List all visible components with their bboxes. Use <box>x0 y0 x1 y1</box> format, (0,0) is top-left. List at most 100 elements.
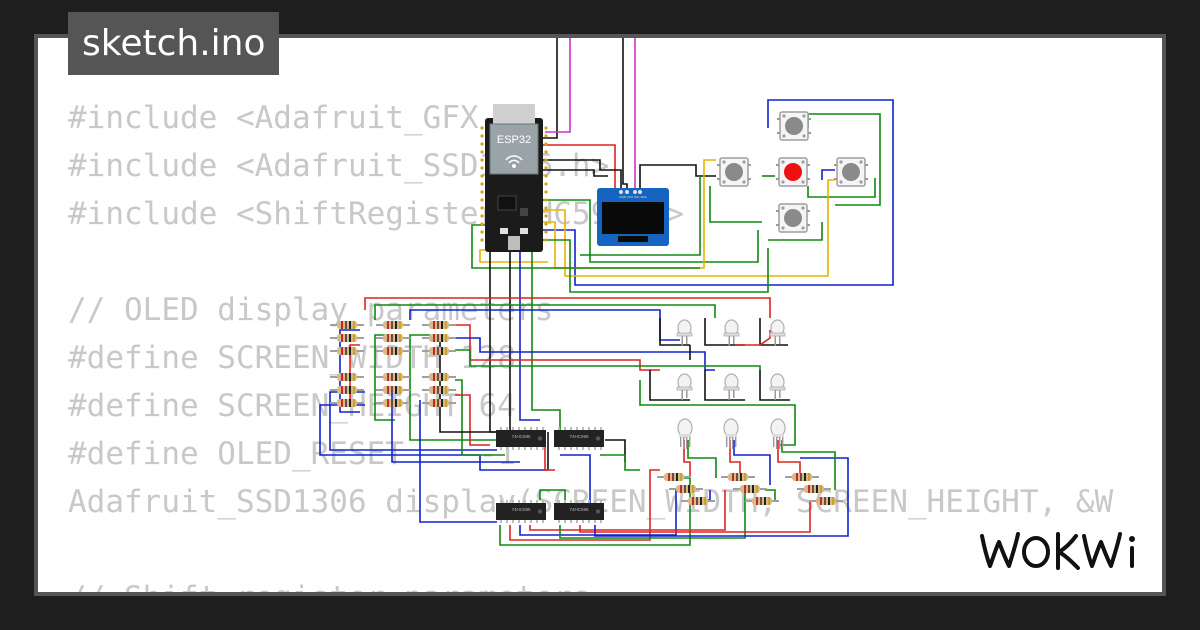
wire-green <box>540 239 769 293</box>
wire-red <box>544 445 555 471</box>
wire-blue <box>519 250 540 421</box>
wire-green <box>455 349 761 370</box>
code-line: // Shift register parameters <box>68 574 1113 592</box>
wire-blue <box>594 457 849 537</box>
led[interactable] <box>676 319 693 347</box>
led[interactable] <box>676 373 693 401</box>
chip-label: 74HC595 <box>569 434 589 439</box>
wire-green <box>765 489 776 500</box>
wire-red <box>735 330 771 346</box>
wire-green <box>600 454 640 471</box>
wire-black <box>439 340 500 433</box>
resistor[interactable] <box>422 373 456 381</box>
led[interactable] <box>723 319 740 347</box>
shift-register[interactable]: 74HC595 <box>496 500 546 523</box>
code-line: #include <Adafruit_GFX.h> <box>68 100 535 136</box>
resistor[interactable] <box>376 386 410 394</box>
wire-green <box>781 440 836 490</box>
resistor[interactable] <box>330 373 364 381</box>
resistor[interactable] <box>330 334 364 342</box>
wire-blue <box>560 454 591 505</box>
wire-blue <box>339 329 360 413</box>
wire-red <box>579 500 811 533</box>
wire-black <box>622 38 628 192</box>
resistor[interactable] <box>745 497 779 505</box>
resistor[interactable] <box>422 386 456 394</box>
wire-black <box>659 318 690 346</box>
led[interactable] <box>723 373 740 401</box>
wire-green <box>768 222 823 241</box>
wire-black <box>649 370 690 401</box>
wire-black <box>605 439 626 462</box>
esp32-board[interactable]: ESP32 <box>480 104 548 252</box>
led[interactable] <box>769 373 786 401</box>
resistor[interactable] <box>330 321 364 329</box>
pushbutton[interactable] <box>775 157 811 187</box>
rgb-led[interactable] <box>677 418 693 449</box>
wire-red <box>729 440 741 478</box>
wire-green <box>639 380 796 446</box>
wire-yellow <box>479 249 548 263</box>
wire-blue <box>733 440 771 485</box>
pushbutton[interactable] <box>833 157 869 187</box>
resistor[interactable] <box>785 473 819 481</box>
resistor-bank <box>330 321 456 407</box>
pushbutton[interactable] <box>775 203 811 233</box>
rgb-led[interactable] <box>770 418 786 449</box>
esp32-label: ESP32 <box>497 134 531 146</box>
shift-register[interactable]: 74HC595 <box>554 500 604 523</box>
shift-register[interactable]: 74HC595 <box>554 427 604 450</box>
resistor[interactable] <box>376 347 410 355</box>
pushbutton[interactable] <box>716 157 752 187</box>
wire-green <box>471 224 700 269</box>
resistor[interactable] <box>721 473 755 481</box>
resistor[interactable] <box>809 497 843 505</box>
code-line: #define OLED_RESET -1 <box>68 436 516 472</box>
resistor[interactable] <box>376 373 410 381</box>
wire-blue <box>519 490 677 536</box>
wire-blue <box>535 99 894 286</box>
wire-green <box>687 440 717 478</box>
pushbutton[interactable] <box>776 111 812 141</box>
resistor[interactable] <box>669 485 703 493</box>
wire-red <box>535 144 616 192</box>
wire-blue <box>455 337 715 371</box>
wire-red <box>509 469 660 541</box>
wire-green <box>531 250 561 432</box>
resistor[interactable] <box>376 399 410 407</box>
wire-blue <box>409 309 680 341</box>
wire-red <box>683 440 691 478</box>
resistor[interactable] <box>422 399 456 407</box>
resistor[interactable] <box>376 321 410 329</box>
oled-display[interactable]: GND VCC SCL SDA <box>597 188 669 246</box>
resistor[interactable] <box>330 347 364 355</box>
resistor[interactable] <box>422 321 456 329</box>
wire-green <box>374 304 716 320</box>
resistor[interactable] <box>733 485 767 493</box>
led[interactable] <box>769 319 786 347</box>
wire-blue <box>821 169 835 180</box>
wire-black <box>704 370 745 401</box>
wire-green <box>807 178 876 198</box>
wire-black <box>704 318 745 346</box>
wire-green <box>455 379 505 456</box>
wokwi-logo <box>980 532 1135 570</box>
wire-red <box>364 297 771 318</box>
resistor[interactable] <box>797 485 831 493</box>
wire-blue <box>419 400 497 523</box>
resistor[interactable] <box>422 347 456 355</box>
wire-green <box>559 490 746 539</box>
shift-register[interactable]: 74HC595 <box>496 427 546 450</box>
wire-yellow <box>535 179 835 277</box>
wire-green <box>539 489 566 505</box>
resistor[interactable] <box>657 473 691 481</box>
rgb-led[interactable] <box>723 418 739 449</box>
wire-green <box>409 334 497 441</box>
code-background: #include <Adafruit_GFX.h>#include <Adafr… <box>68 94 1113 592</box>
wire-magenta <box>545 38 571 133</box>
chip-label: 74HC595 <box>511 434 531 439</box>
wire-blue <box>319 404 548 471</box>
wifi-icon <box>505 155 523 168</box>
chip-label: 74HC595 <box>511 507 531 512</box>
filename-tab: sketch.ino <box>68 12 280 75</box>
